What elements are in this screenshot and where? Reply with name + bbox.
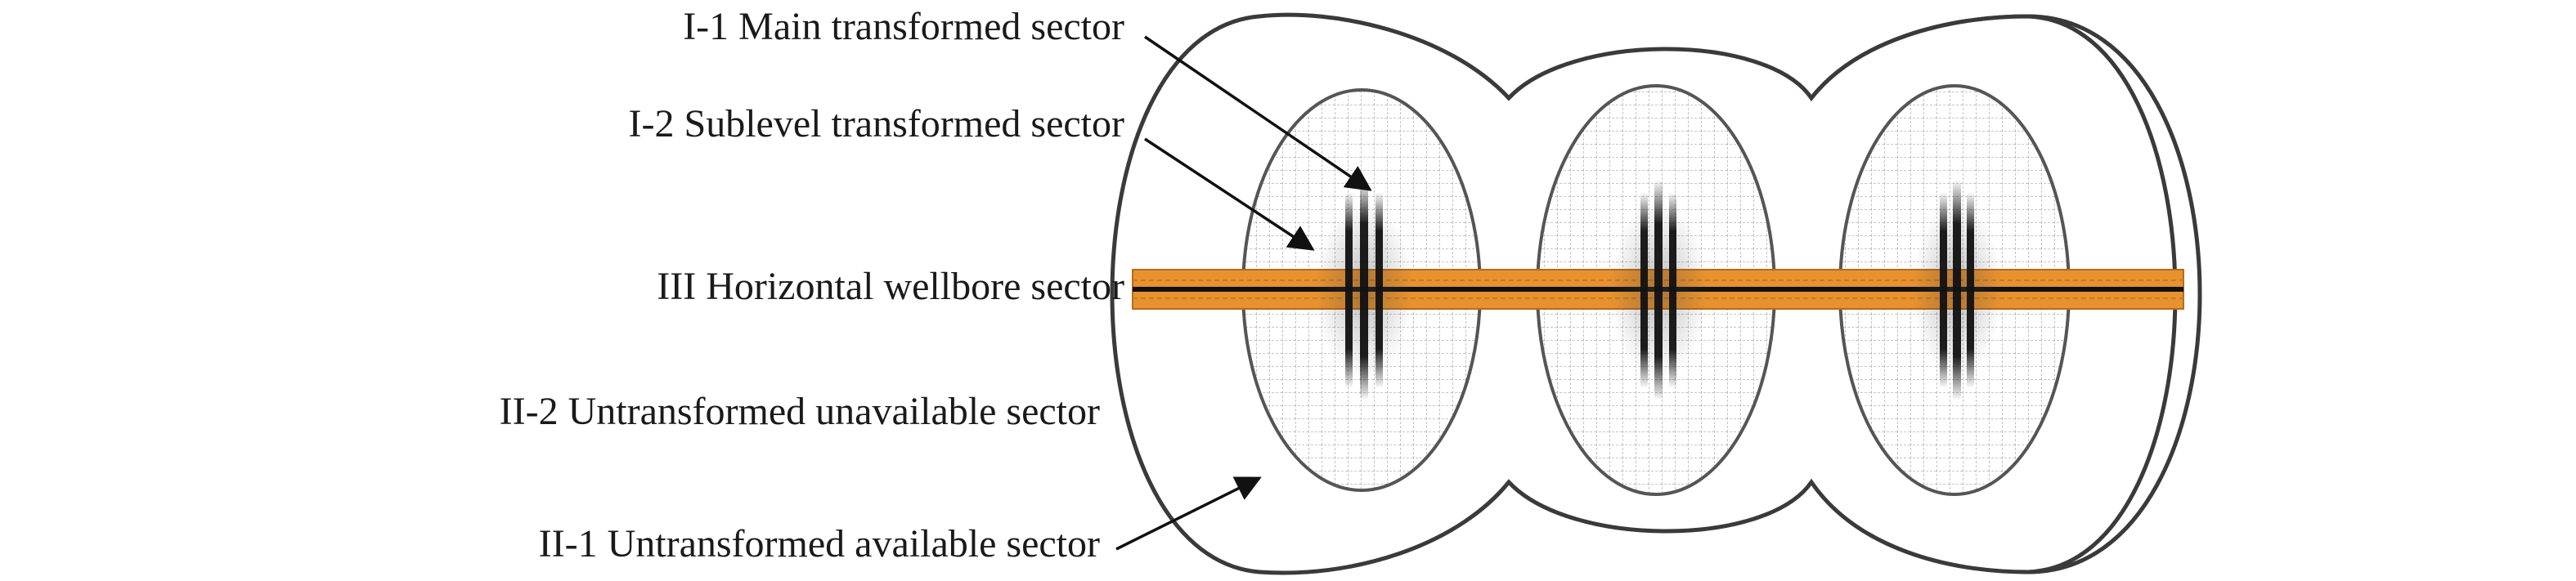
fracture-cluster-1 — [1315, 180, 1413, 400]
label-horizontal-wellbore: III Horizontal wellbore sector — [657, 265, 1124, 308]
arrow-main-transformed — [1144, 35, 1372, 191]
fracture-cluster-3 — [1912, 180, 2002, 400]
label-untransformed-unavailable: II-2 Untransformed unavailable sector — [500, 390, 1100, 433]
arrow-untransformed-available — [1115, 476, 1262, 551]
label-untransformed-available: II-1 Untransformed available sector — [539, 522, 1100, 565]
label-sublevel-transformed: I-2 Sublevel transformed sector — [629, 102, 1124, 145]
label-main-transformed: I-1 Main transformed sector — [683, 5, 1124, 48]
arrow-sublevel-transformed — [1144, 137, 1315, 251]
fracture-cluster-2 — [1609, 180, 1708, 400]
